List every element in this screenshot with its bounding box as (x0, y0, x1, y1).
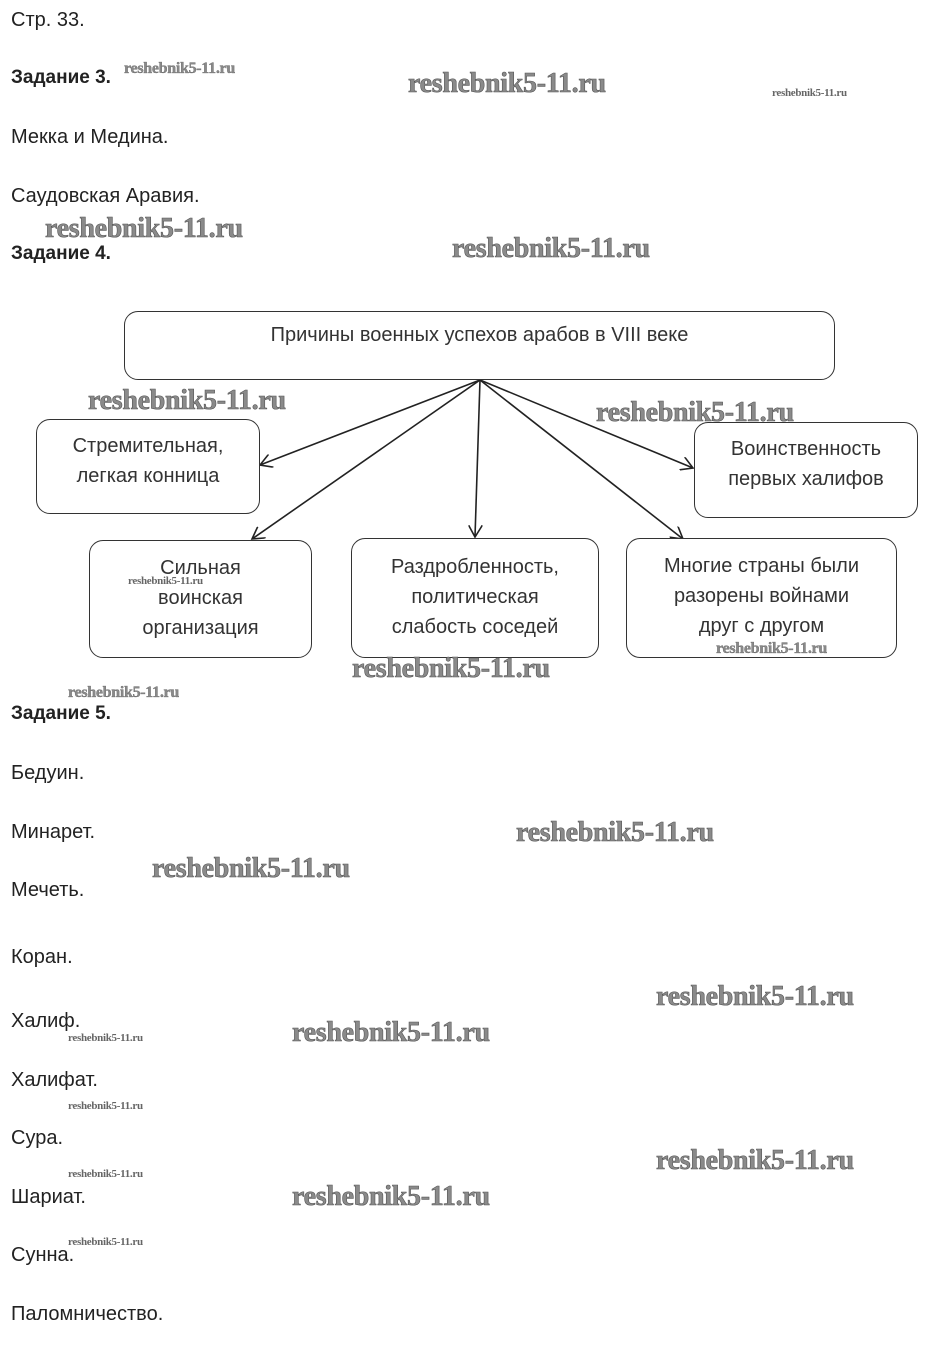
node-line: друг с другом (698, 615, 825, 637)
watermark: reshebnik5-11.ru (516, 817, 715, 849)
watermark: reshebnik5-11.ru (352, 653, 551, 685)
diagram-node-cavalry: Стремительная, легкая конница (36, 419, 260, 514)
node-line: легкая конница (76, 465, 220, 487)
watermark: reshebnik5-11.ru (292, 1017, 491, 1049)
arrow-to-fragmentation (475, 379, 480, 537)
root-label: Причины военных успехов арабов в VIII ве… (270, 324, 689, 346)
node-line: первых халифов (728, 468, 884, 490)
task5-answer: Сунна. (11, 1244, 75, 1266)
task4-heading: Задание 4. (11, 243, 111, 264)
task5-answer: Шариат. (11, 1186, 86, 1208)
watermark: reshebnik5-11.ru (656, 1145, 855, 1177)
diagram-arrows (0, 379, 931, 700)
node-line: организация (142, 617, 259, 639)
task5-answer: Минарет. (11, 821, 96, 843)
page-label: Стр. 33. (11, 9, 85, 31)
diagram-root: Причины военных успехов арабов в VIII ве… (124, 311, 835, 380)
diagram-node-organization: Сильная воинская организация (89, 540, 312, 658)
node-line: Стремительная, (72, 435, 224, 457)
watermark: reshebnik5-11.ru (772, 87, 847, 99)
task5-answer: Халиф. (11, 1010, 81, 1032)
diagram-node-caliphs: Воинственность первых халифов (694, 422, 918, 518)
watermark: reshebnik5-11.ru (128, 575, 203, 587)
task5-answer: Бедуин. (11, 762, 85, 784)
node-line: воинская (158, 587, 243, 609)
watermark: reshebnik5-11.ru (452, 233, 651, 265)
task5-answer: Мечеть. (11, 879, 85, 901)
node-line: Многие страны были (663, 555, 860, 577)
task5-answer: Коран. (11, 946, 73, 968)
node-line: политическая (411, 586, 539, 608)
task5-heading: Задание 5. (11, 703, 111, 724)
watermark: reshebnik5-11.ru (68, 1032, 143, 1044)
arrow-to-organization (252, 379, 481, 539)
task3-heading: Задание 3. (11, 67, 111, 88)
task5-answer: Сура. (11, 1127, 64, 1149)
watermark: reshebnik5-11.ru (68, 1168, 143, 1180)
task3-answer: Саудовская Аравия. (11, 185, 200, 207)
watermark: reshebnik5-11.ru (408, 68, 607, 100)
node-line: Раздробленность, (391, 556, 559, 578)
watermark: reshebnik5-11.ru (45, 213, 244, 245)
task5-answer: Паломничество. (11, 1303, 164, 1325)
node-line: Воинственность (730, 438, 882, 460)
node-line: Сильная (160, 557, 241, 579)
watermark: reshebnik5-11.ru (596, 397, 795, 429)
node-line: разорены войнами (673, 585, 850, 607)
watermark: reshebnik5-11.ru (68, 684, 180, 701)
arrow-to-cavalry (260, 379, 481, 465)
watermark: reshebnik5-11.ru (152, 853, 351, 885)
watermark: reshebnik5-11.ru (124, 60, 236, 77)
watermark: reshebnik5-11.ru (292, 1181, 491, 1213)
watermark: reshebnik5-11.ru (716, 640, 828, 657)
watermark: reshebnik5-11.ru (88, 385, 287, 417)
task3-answer: Мекка и Медина. (11, 126, 169, 148)
watermark: reshebnik5-11.ru (656, 981, 855, 1013)
watermark: reshebnik5-11.ru (68, 1100, 143, 1112)
diagram-node-wars: Многие страны были разорены войнами друг… (626, 538, 897, 658)
diagram-node-fragmentation: Раздробленность, политическая слабость с… (351, 538, 599, 658)
task5-answer: Халифат. (11, 1069, 98, 1091)
node-line: слабость соседей (391, 616, 559, 638)
arrow-to-caliphs (479, 379, 693, 468)
arrow-to-wars (479, 379, 683, 539)
watermark: reshebnik5-11.ru (68, 1236, 143, 1248)
